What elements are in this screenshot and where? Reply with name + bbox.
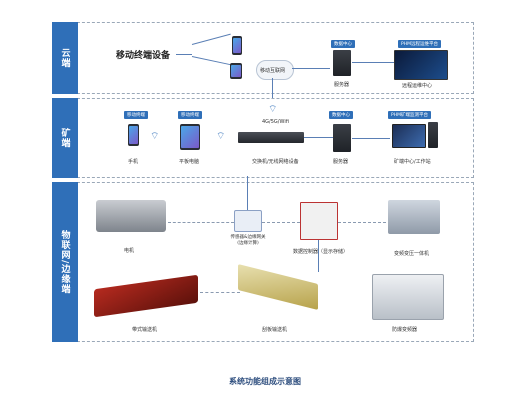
phone-tag: 移动终端 [124,111,148,119]
data-center-tag: 数据中心 [331,40,355,48]
connector-dash [168,222,234,223]
switchgear-icon [372,274,444,320]
tablet-icon [180,124,200,150]
phm-cloud-tag: PHM远程运维平台 [398,40,441,48]
server-icon [333,50,351,76]
mobile-network-label: 移动互联网 [260,68,286,74]
phone-caption: 手机 [128,159,139,165]
connector-line [318,240,319,272]
phm-mine-tag: PHM矿端监测平台 [388,111,431,119]
mine-server-tag: 数据中心 [329,111,353,119]
workstation-monitor-icon [392,124,426,148]
inverter-icon [388,200,440,234]
wifi-icon: ⌔ [150,131,160,142]
inverter-caption: 变频变压一体机 [394,251,430,257]
connector-line [272,78,273,98]
workstation-tower-icon [428,122,438,148]
switch-icon [238,132,304,143]
mine-server-caption: 服务器 [333,159,349,165]
remote-ops-screen-icon [394,50,448,80]
conveyor2-caption: 刮板输送机 [262,327,288,333]
connector-line [247,176,248,210]
conveyor1-caption: 带式输送机 [132,327,158,333]
cloud-icon [256,60,294,80]
switchgear-caption: 防爆变频器 [392,327,418,333]
control-cabinet-icon [300,202,338,240]
tablet-tag: 移动终端 [178,111,202,119]
diagram-title: 系统功能组成示意图 [229,377,301,386]
connector-dash [200,292,240,293]
connector-line [352,62,394,63]
gateway-caption: 传感器&边缘网关 (边缘计算) [230,235,266,246]
server-icon [333,124,351,152]
mobile-devices-label: 移动终端设备 [116,51,171,61]
edge-gateway-icon [234,210,262,232]
connector-dash [338,222,386,223]
mine-tier-label: 矿端 [52,98,78,178]
phone-icon [232,36,242,55]
wifi-icon: ⌔ [268,104,278,115]
cloud-tier-label: 云端 [52,22,78,94]
connector-line [304,137,334,138]
data-center-caption: 服务器 [334,82,350,88]
motor-caption: 电机 [124,248,135,254]
phone-icon [128,124,139,146]
motor-icon [96,200,166,232]
tablet-icon [230,63,242,79]
tablet-caption: 平板电脑 [179,159,200,165]
cabinet-caption: 数据控制器（显示存储） [293,249,349,255]
phm-cloud-caption: 远程运维中心 [402,83,433,89]
iot-tier-label: 物联网/边缘端 [52,182,78,342]
connector-line [352,138,390,139]
connector-line [292,68,330,69]
phm-mine-caption: 矿端中心/工作站 [394,159,431,165]
connector-line [176,54,192,55]
connector-dash [262,222,300,223]
network-tag: 4G/5G/Wifi [262,119,289,125]
wifi-icon: ⌔ [216,131,226,142]
switch-caption: 交换机/无线网络设备 [252,159,299,165]
